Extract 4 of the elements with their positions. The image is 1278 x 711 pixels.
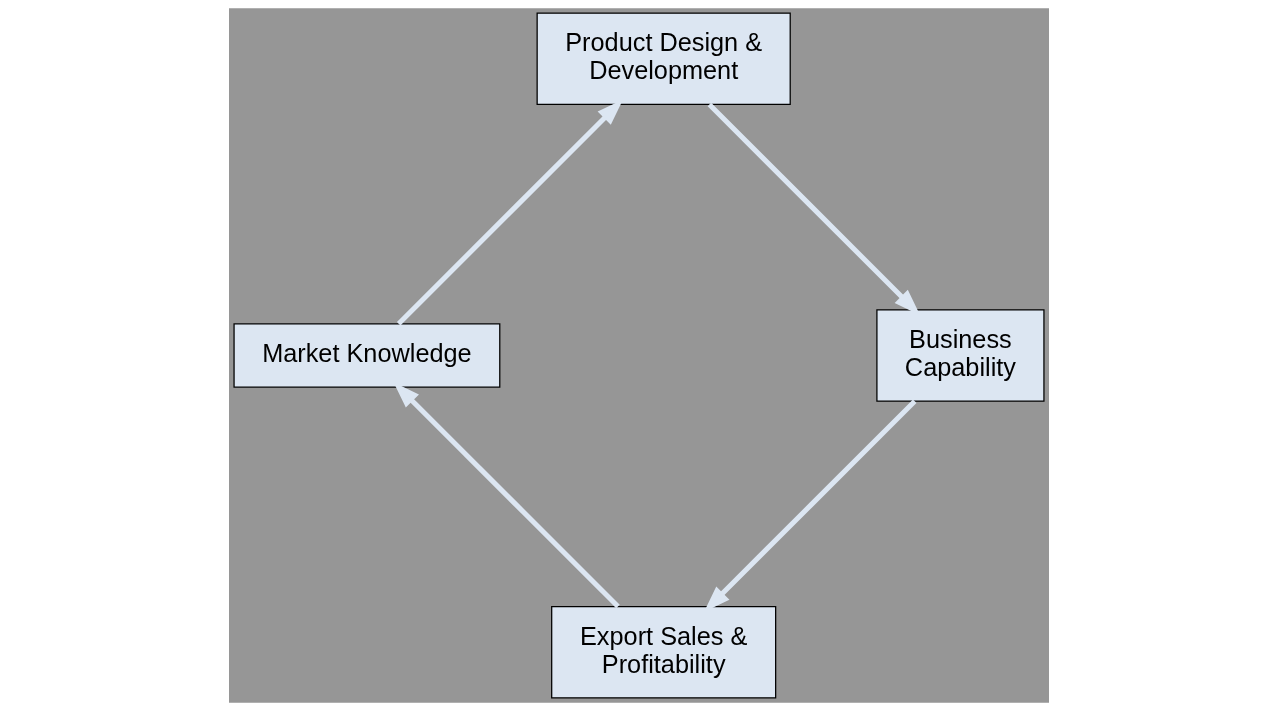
node-box: Export Sales & Profitability — [551, 606, 777, 699]
node-box: Market Knowledge — [233, 323, 501, 388]
node-box: Business Capability — [876, 309, 1045, 402]
node-box: Product Design & Development — [536, 12, 791, 105]
